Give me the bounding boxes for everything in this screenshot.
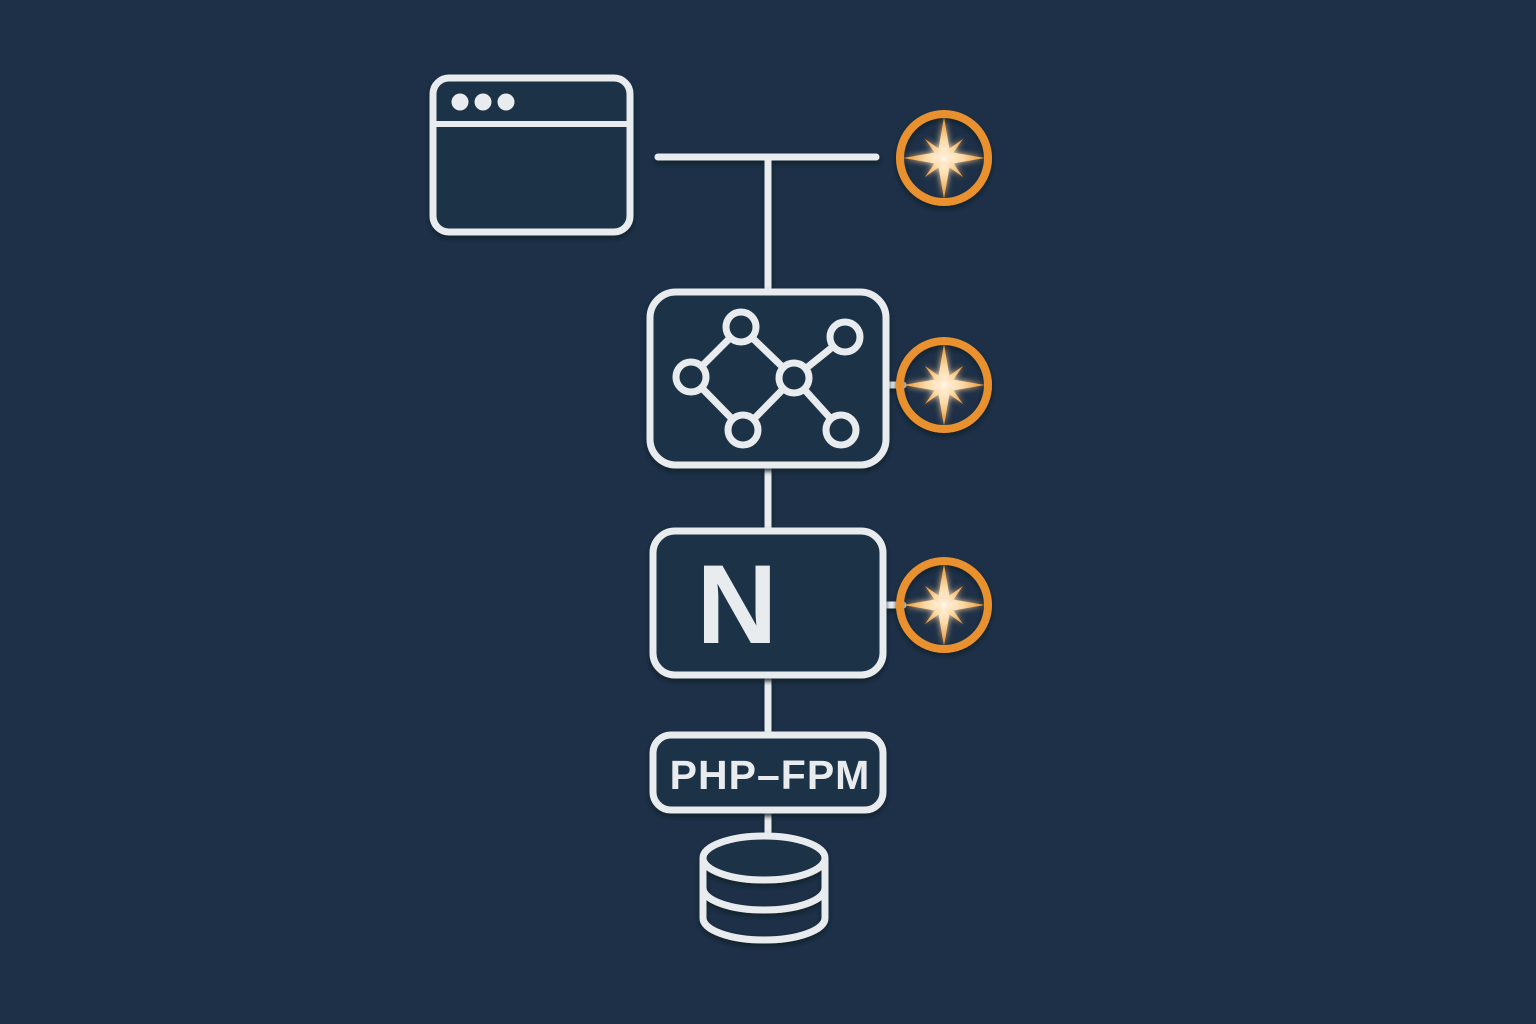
badge-ring-nginx: [896, 557, 992, 653]
browser-dot-minimize-icon: [474, 93, 492, 111]
graph-node-bottom: [724, 411, 762, 449]
php-fpm-node[interactable]: PHP–FPM: [649, 731, 887, 814]
php-fpm-label: PHP–FPM: [670, 752, 871, 798]
sparkle-badge-browser[interactable]: [896, 110, 992, 206]
database-cylinder[interactable]: [699, 832, 829, 944]
browser-window[interactable]: [429, 74, 634, 236]
nginx-server-node[interactable]: N: [649, 527, 887, 679]
sparkle-badge-network[interactable]: [896, 337, 992, 433]
php-fpm-frame: [649, 731, 887, 814]
database-top-ellipse: [699, 832, 829, 884]
sparkle-star-minor: [924, 365, 964, 405]
badge-ring-network: [896, 337, 992, 433]
graph-node-top: [722, 308, 760, 346]
network-graph-node[interactable]: [646, 288, 890, 469]
browser-dot-maximize-icon: [497, 93, 515, 111]
browser-window-frame: [429, 74, 634, 236]
nginx-logo-letter: N: [697, 542, 778, 667]
badge-ring-browser: [896, 110, 992, 206]
graph-node-lower-right: [822, 411, 860, 449]
browser-dot-close-icon: [451, 93, 469, 111]
graph-node-center: [775, 359, 813, 397]
sparkle-badge-nginx[interactable]: [896, 557, 992, 653]
sparkle-star-icon: [903, 564, 985, 646]
database-band-divider: [699, 887, 829, 914]
graph-node-upper-right: [826, 318, 864, 356]
sparkle-star-icon: [903, 344, 985, 426]
sparkle-star-minor: [924, 585, 964, 625]
nginx-node-frame: [649, 527, 887, 679]
sparkle-star-minor: [924, 138, 964, 178]
network-topology-icon: [672, 308, 864, 449]
graph-node-left: [672, 358, 710, 396]
database-body: [699, 858, 829, 944]
sparkle-star-icon: [903, 117, 985, 199]
